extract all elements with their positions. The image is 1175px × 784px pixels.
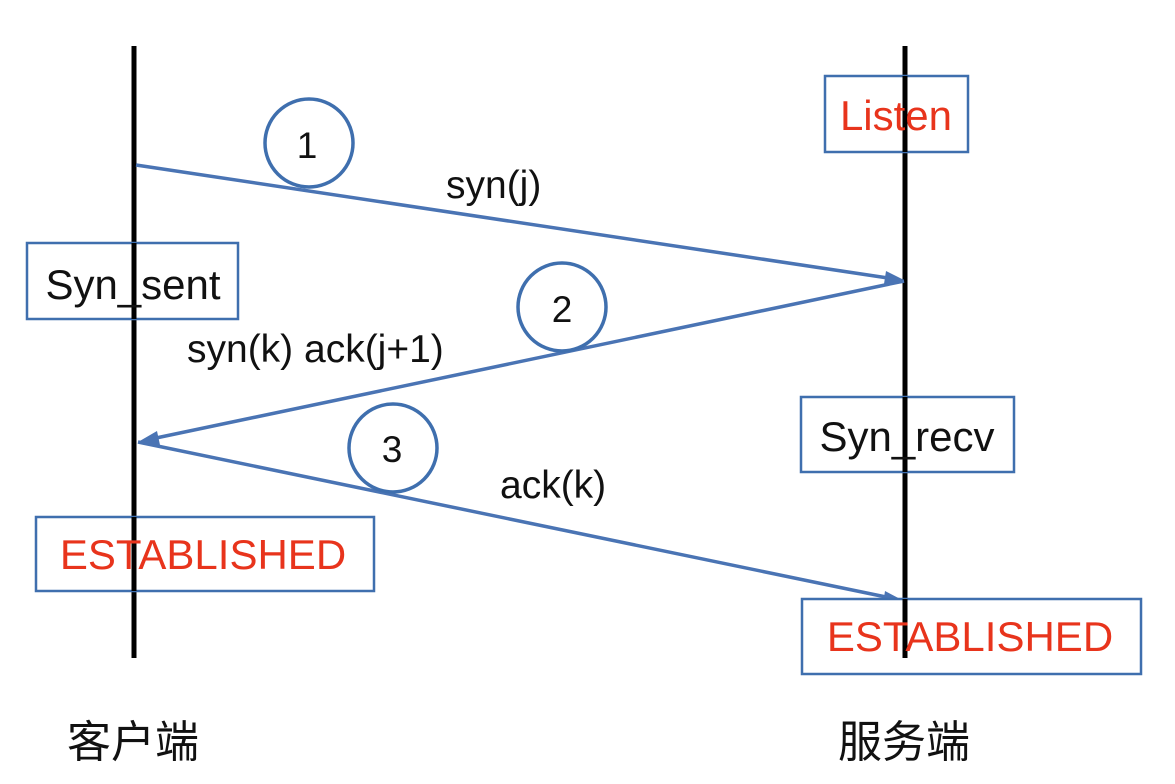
- step-3-number: 3: [382, 429, 403, 470]
- ack-arrow: [137, 440, 887, 599]
- client-established-state-label: ESTABLISHED: [60, 531, 346, 578]
- client-established-state-box: [34, 515, 376, 593]
- syn-sent-state-label: Syn_sent: [45, 261, 220, 308]
- step-1-circle: [263, 97, 355, 189]
- syn-recv-state-label: Syn_recv: [819, 413, 994, 460]
- client-party-label: 客户端: [67, 717, 199, 768]
- server-party-label: 服务端: [838, 717, 970, 768]
- step-2-number: 2: [552, 289, 573, 330]
- syn-ack-label: syn(k) ack(j+1): [187, 328, 444, 371]
- syn-arrow: [135, 163, 889, 280]
- server-established-state-box: [800, 597, 1143, 676]
- listen-state-box: [823, 74, 970, 154]
- step-2-circle: [516, 261, 608, 353]
- listen-state-label: Listen: [840, 92, 952, 139]
- step-1-number: 1: [297, 125, 318, 166]
- server-established-state-label: ESTABLISHED: [827, 613, 1113, 660]
- ack-label: ack(k): [500, 464, 606, 507]
- step-3-circle: [347, 402, 439, 494]
- syn-label: syn(j): [446, 164, 541, 207]
- syn-ack-arrow: [155, 279, 905, 440]
